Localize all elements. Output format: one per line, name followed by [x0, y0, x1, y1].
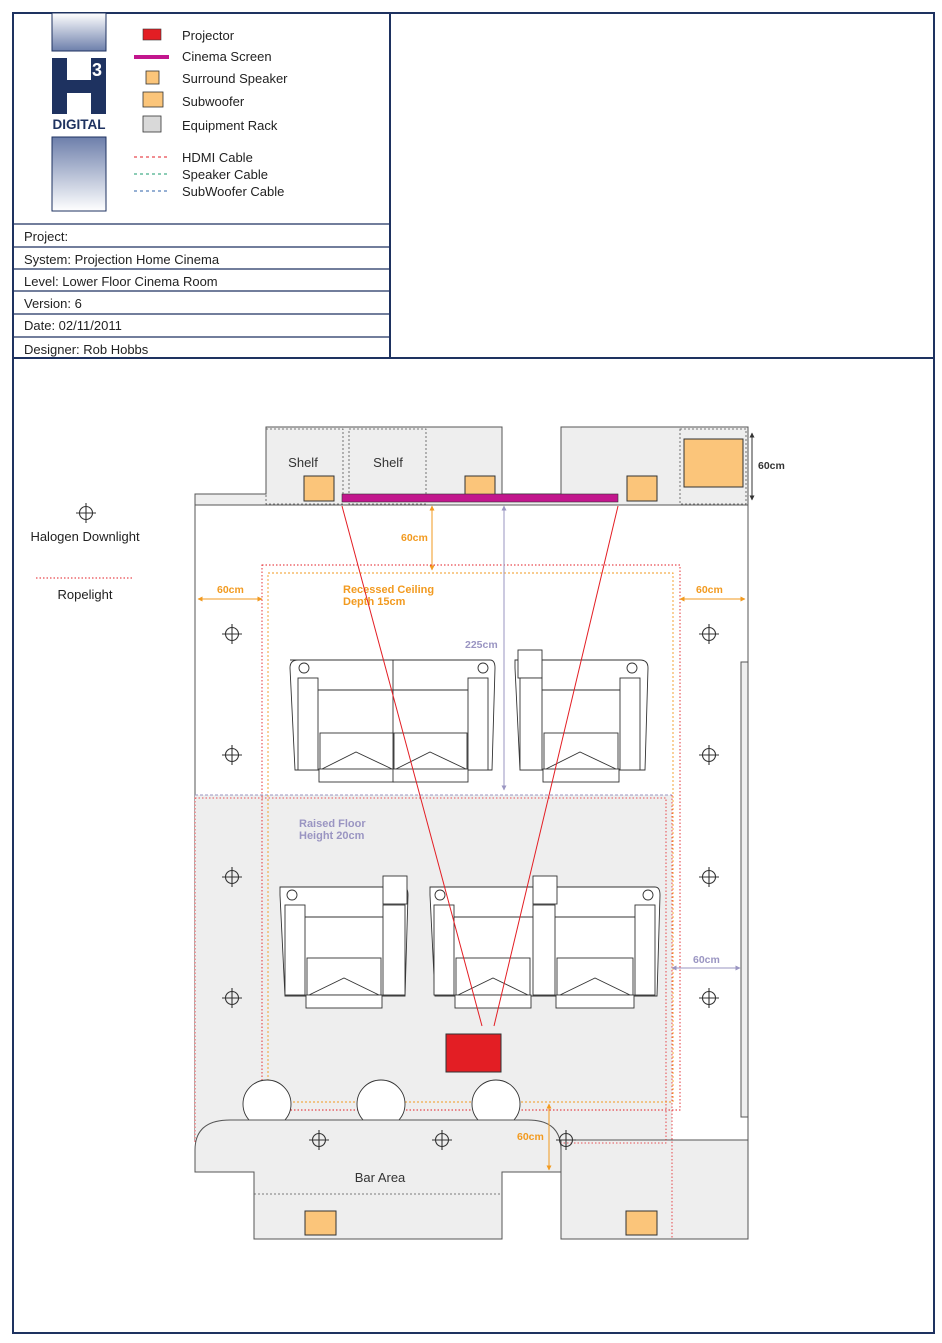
- project-info: Project: System: Projection Home Cinema …: [24, 229, 220, 357]
- floor-note-1: Raised Floor: [299, 818, 366, 830]
- sub-bar-left: [304, 1210, 337, 1236]
- downlights: [222, 624, 719, 1150]
- dim-screen-to-row: 225cm: [465, 639, 498, 651]
- front-speaker-right: [626, 475, 658, 502]
- ceiling-note-2: Depth 15cm: [343, 596, 406, 608]
- floor-note-2: Height 20cm: [299, 830, 365, 842]
- downlight-icon: [222, 988, 242, 1008]
- info-version: Version: 6: [24, 296, 82, 311]
- logo-text: DIGITAL: [53, 117, 106, 132]
- legend-hdmi-label: HDMI Cable: [182, 150, 253, 165]
- dimensions: 60cm 60cm 60cm 60cm 225cm 60cm 60cm: [197, 432, 785, 1171]
- info-level: Level: Lower Floor Cinema Room: [24, 274, 218, 289]
- legend-projector-swatch: [142, 28, 162, 41]
- downlight-icon: [222, 745, 242, 765]
- legend-screen-label: Cinema Screen: [182, 49, 272, 64]
- dim-left-gap: 60cm: [217, 584, 244, 596]
- info-designer: Designer: Rob Hobbs: [24, 342, 149, 357]
- legend-speaker-swatch: [145, 70, 160, 85]
- shelf-right-label: Shelf: [373, 455, 403, 470]
- dim-screen-gap: 60cm: [401, 532, 428, 544]
- logo-superscript: 3: [92, 60, 102, 80]
- legend-rack-swatch: [142, 115, 162, 133]
- legend-projector-label: Projector: [182, 28, 235, 43]
- front-speaker-center: [464, 475, 496, 497]
- downlight-icon: [222, 624, 242, 644]
- projector: [445, 1033, 502, 1073]
- front-speaker-left: [303, 475, 335, 502]
- legend-subwoofer-label: Subwoofer: [182, 94, 245, 109]
- legend-speaker-cable-label: Speaker Cable: [182, 167, 268, 182]
- sub-bar-right: [625, 1210, 658, 1236]
- downlight-icon: [699, 988, 719, 1008]
- dim-rack-depth: 60cm: [758, 460, 785, 472]
- bar-area-label: Bar Area: [355, 1170, 406, 1185]
- downlight-icon: [699, 867, 719, 887]
- legend-screen-swatch: [134, 55, 169, 59]
- legend-subwoofer-cable-label: SubWoofer Cable: [182, 184, 284, 199]
- side-downlight-label: Halogen Downlight: [30, 529, 140, 544]
- ropelight-outline: [261, 564, 681, 1111]
- info-date: Date: 02/11/2011: [24, 318, 122, 333]
- side-panel: [740, 661, 749, 1118]
- downlight-icon: [699, 745, 719, 765]
- rack-alcove: [679, 428, 747, 505]
- subwoofer-top: [683, 438, 744, 488]
- seat-row-back: [279, 875, 661, 1009]
- info-system: System: Projection Home Cinema: [24, 252, 220, 267]
- projection-line-left: [341, 505, 483, 1027]
- projection-line-right: [493, 505, 619, 1027]
- dim-right-gap: 60cm: [696, 584, 723, 596]
- dim-side-gap: 60cm: [693, 954, 720, 966]
- downlight-icon: [699, 624, 719, 644]
- legend-speaker-label: Surround Speaker: [182, 71, 288, 86]
- floor-plan: Shelf Shelf Recessed Ceiling Depth 15cm …: [194, 426, 785, 1240]
- legend-rack-label: Equipment Rack: [182, 118, 278, 133]
- title-block: [12, 12, 935, 1334]
- downlight-icon: [222, 867, 242, 887]
- shelf-left-label: Shelf: [288, 455, 318, 470]
- h3-digital-logo: 3 DIGITAL: [51, 12, 107, 212]
- info-rows: [13, 223, 390, 338]
- downlight-icon: [309, 1130, 329, 1150]
- ceiling-note-1: Recessed Ceiling: [343, 584, 434, 596]
- legend: Projector Cinema Screen Surround Speaker…: [134, 28, 288, 199]
- legend-subwoofer-swatch: [142, 91, 164, 108]
- side-ropelight-label: Ropelight: [58, 587, 113, 602]
- recessed-ceiling-outline: [267, 572, 674, 1103]
- side-legend: Halogen Downlight Ropelight: [30, 503, 140, 602]
- info-project: Project:: [24, 229, 68, 244]
- dim-bar-gap: 60cm: [517, 1131, 544, 1143]
- seat-row-front: [289, 649, 649, 783]
- side-downlight-icon: [76, 503, 96, 523]
- downlight-icon: [432, 1130, 452, 1150]
- downlight-icon: [556, 1130, 576, 1150]
- bar-counter: [194, 1119, 562, 1240]
- cinema-screen: [341, 493, 619, 503]
